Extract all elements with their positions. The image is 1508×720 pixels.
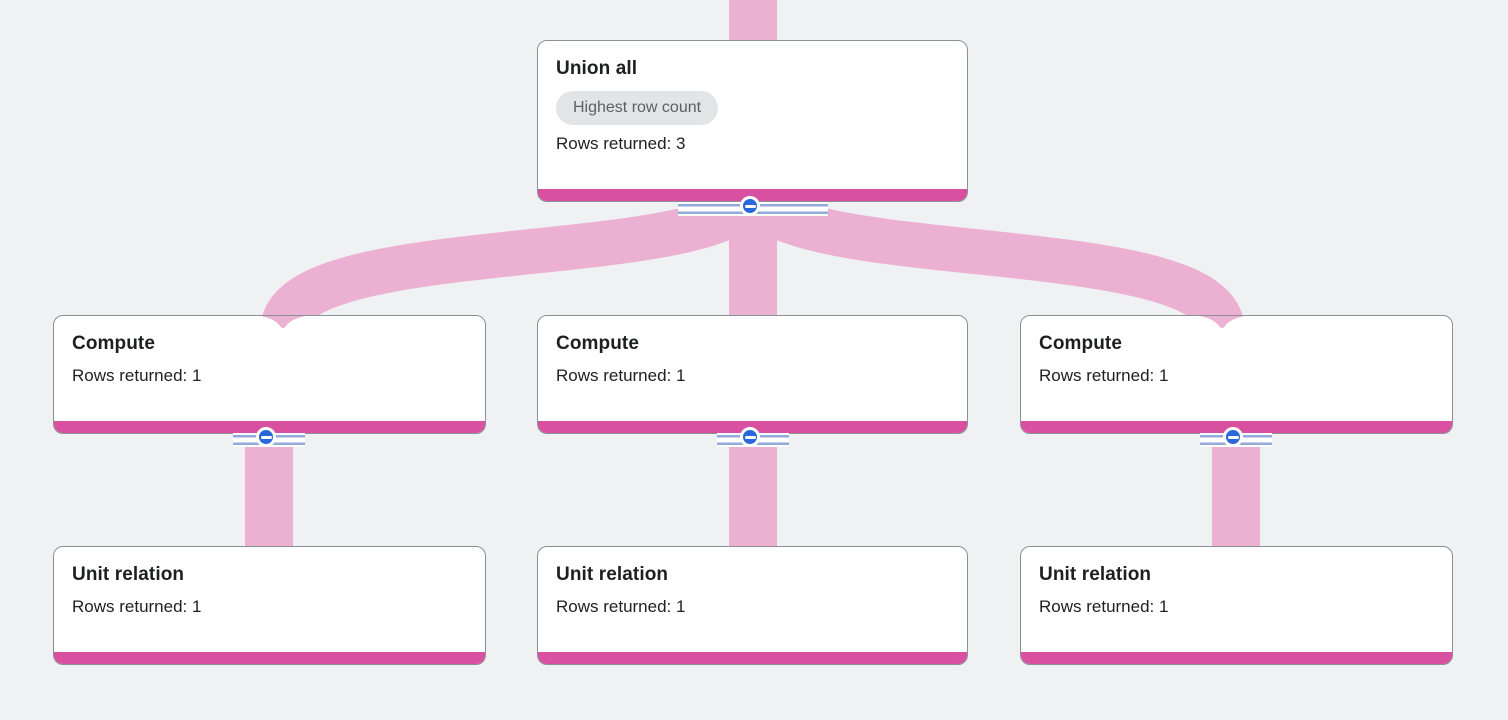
node-content: Compute Rows returned: 1: [54, 316, 485, 387]
node-title: Union all: [556, 58, 638, 79]
collapse-button-compute-middle[interactable]: [740, 427, 760, 447]
collapse-button-union-all[interactable]: [740, 196, 760, 216]
rows-returned-label: Rows returned: 1: [556, 597, 686, 616]
node-title: Compute: [72, 333, 156, 354]
node-compute-middle[interactable]: Compute Rows returned: 1: [537, 315, 968, 434]
minus-icon: [744, 435, 756, 439]
node-unit-relation-middle[interactable]: Unit relation Rows returned: 1: [537, 546, 968, 665]
node-content: Union all Highest row count Rows returne…: [538, 41, 967, 155]
node-unit-relation-left[interactable]: Unit relation Rows returned: 1: [53, 546, 486, 665]
node-accent-bar: [538, 652, 967, 664]
minus-icon: [744, 204, 756, 208]
node-unit-relation-right[interactable]: Unit relation Rows returned: 1: [1020, 546, 1453, 665]
node-content: Unit relation Rows returned: 1: [1021, 547, 1452, 618]
node-content: Compute Rows returned: 1: [1021, 316, 1452, 387]
rows-returned-label: Rows returned: 1: [556, 366, 686, 385]
collapse-button-compute-right[interactable]: [1223, 427, 1243, 447]
node-title: Unit relation: [556, 564, 669, 585]
node-content: Unit relation Rows returned: 1: [538, 547, 967, 618]
node-compute-left[interactable]: Compute Rows returned: 1: [53, 315, 486, 434]
node-union-all[interactable]: Union all Highest row count Rows returne…: [537, 40, 968, 202]
node-accent-bar: [54, 652, 485, 664]
node-title: Unit relation: [1039, 564, 1152, 585]
rows-returned-label: Rows returned: 1: [72, 366, 202, 385]
collapse-button-compute-left[interactable]: [256, 427, 276, 447]
node-title: Compute: [556, 333, 640, 354]
node-content: Unit relation Rows returned: 1: [54, 547, 485, 618]
node-title: Unit relation: [72, 564, 185, 585]
node-accent-bar: [1021, 652, 1452, 664]
node-title: Compute: [1039, 333, 1123, 354]
highest-row-count-badge: Highest row count: [556, 91, 719, 125]
edge-union-to-compute-right: [742, 185, 1245, 334]
rows-returned-label: Rows returned: 1: [72, 597, 202, 616]
node-compute-right[interactable]: Compute Rows returned: 1: [1020, 315, 1453, 434]
minus-icon: [1227, 435, 1239, 439]
rows-returned-label: Rows returned: 3: [556, 134, 686, 153]
rows-returned-label: Rows returned: 1: [1039, 597, 1169, 616]
edge-union-to-compute-left: [260, 185, 764, 334]
node-content: Compute Rows returned: 1: [538, 316, 967, 387]
minus-icon: [260, 435, 272, 439]
rows-returned-label: Rows returned: 1: [1039, 366, 1169, 385]
